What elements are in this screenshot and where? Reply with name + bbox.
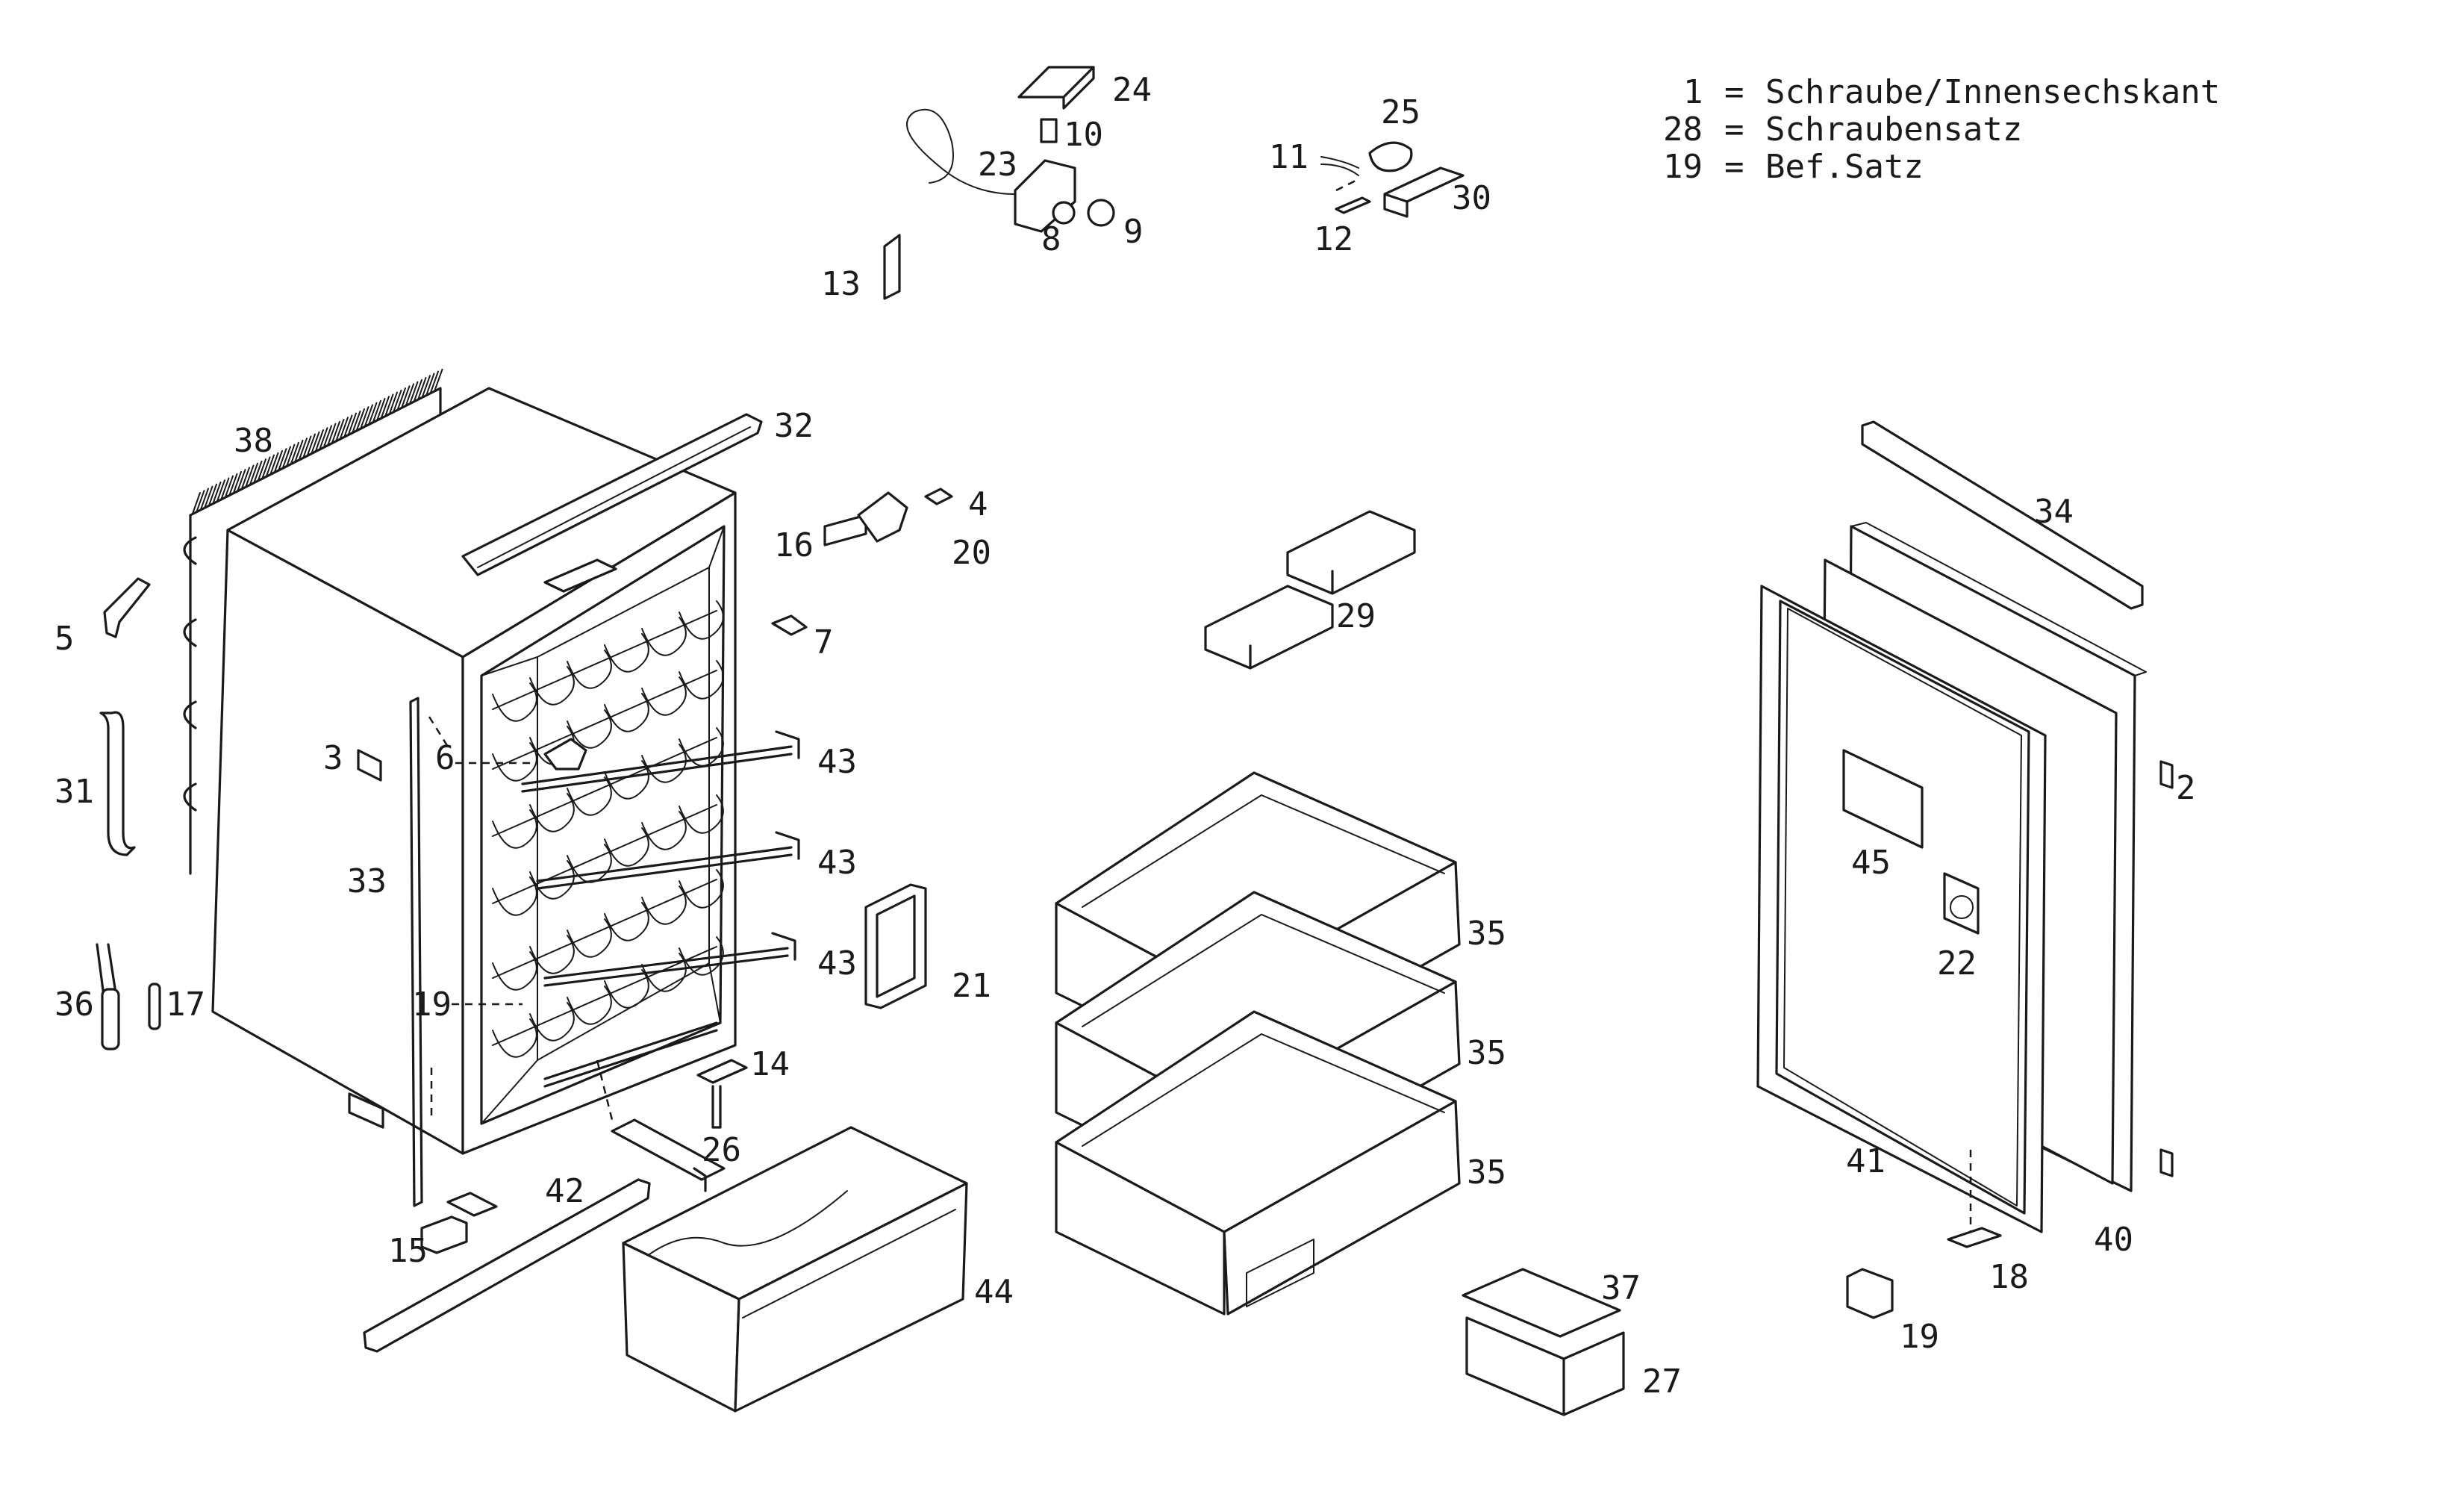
part-14-foot [696, 1059, 748, 1129]
part-15-hinge-block [420, 1192, 498, 1254]
part-36-sensor [96, 943, 120, 1050]
part-12-switch [1335, 196, 1371, 214]
part-24-cover [1017, 66, 1095, 110]
shelf-rails [521, 730, 800, 1088]
label-44: 44 [974, 1273, 1014, 1311]
part-5-bracket [103, 577, 151, 638]
legend-row-3: 19=Bef.Satz [1642, 148, 2022, 186]
part-30-lamp-housing [1383, 166, 1465, 218]
part-18-hinge-plate [1947, 1227, 2002, 1248]
part-8-washer [1052, 201, 1076, 225]
part-13-terminal-strip [883, 234, 901, 300]
label-6: 6 [435, 739, 455, 777]
part-19-bracket [1846, 1268, 1894, 1319]
part-4-clip [924, 488, 953, 505]
label-15: 15 [388, 1232, 428, 1270]
label-3: 3 [323, 739, 343, 777]
label-16: 16 [774, 526, 814, 564]
condenser-grid [183, 368, 443, 875]
part-11-lamp [1320, 156, 1359, 176]
label-10: 10 [1064, 116, 1103, 154]
label-40: 40 [2094, 1221, 2133, 1259]
door-assembly [1756, 420, 2174, 1319]
label-12: 12 [1314, 220, 1353, 258]
label-21: 21 [952, 967, 991, 1005]
part-3-clip [357, 749, 382, 782]
label-42: 42 [545, 1172, 584, 1210]
label-2: 2 [2176, 769, 2196, 807]
label-13: 13 [821, 265, 861, 303]
label-31: 31 [54, 773, 94, 811]
part-9-knob [1087, 199, 1115, 227]
label-4: 4 [968, 485, 988, 523]
part-25-lamp-cover [1368, 141, 1413, 172]
part-6-bracket [543, 738, 587, 770]
part-31-gasket [99, 711, 136, 856]
part-16-plate [823, 514, 867, 547]
evaporator-coils [492, 600, 724, 1058]
label-25: 25 [1381, 93, 1420, 131]
part-44-crisper-drawer [622, 1126, 968, 1413]
part-37-27-ice-tray [1462, 1268, 1625, 1416]
label-24: 24 [1112, 71, 1152, 109]
drawer-35-3 [1055, 1010, 1461, 1316]
label-45: 45 [1851, 844, 1891, 882]
label-14: 14 [750, 1045, 790, 1083]
part-10-clip [1040, 118, 1058, 143]
label-11: 11 [1269, 138, 1309, 176]
label-18: 18 [1989, 1258, 2029, 1296]
label-20: 20 [952, 534, 991, 572]
label-8: 8 [1041, 220, 1061, 258]
drawers-35 [1055, 771, 1461, 1316]
label-43-bottom: 43 [817, 944, 857, 983]
label-32: 32 [774, 407, 814, 445]
legend: 1=Schraube/Innensechskant 28=Schraubensa… [1642, 73, 2319, 186]
label-27: 27 [1642, 1363, 1682, 1401]
label-23: 23 [978, 146, 1017, 184]
part-29-cold-packs [1204, 510, 1416, 670]
label-38: 38 [234, 422, 273, 460]
label-41: 41 [1846, 1142, 1886, 1180]
part-21-cover-plate [864, 883, 927, 1009]
label-34: 34 [2034, 493, 2074, 531]
label-29: 29 [1336, 597, 1376, 635]
label-22: 22 [1937, 944, 1977, 983]
part-7-clip [771, 614, 808, 636]
label-43-mid: 43 [817, 844, 857, 882]
top-rail-32 [461, 413, 763, 593]
label-17: 17 [166, 986, 205, 1024]
label-36: 36 [54, 986, 94, 1024]
part-labels: 2 3 4 5 6 7 8 9 10 11 12 13 14 15 16 17 … [54, 71, 2196, 1401]
label-35-top: 35 [1467, 915, 1506, 953]
label-26: 26 [702, 1131, 741, 1169]
part-42-toe-grille [363, 1178, 651, 1353]
label-33: 33 [347, 862, 387, 900]
part-26-rail [611, 1118, 726, 1192]
label-35-bottom: 35 [1467, 1154, 1506, 1192]
part-34-door-trim [1861, 420, 2144, 610]
label-35-mid: 35 [1467, 1034, 1506, 1072]
label-19-left: 19 [412, 986, 452, 1024]
refrigerator-cabinet [211, 387, 737, 1207]
part-17-plug [148, 983, 161, 1030]
part-20-hinge [857, 491, 908, 543]
label-19-right: 19 [1900, 1318, 1939, 1356]
label-7: 7 [814, 623, 834, 661]
legend-row-2: 28=Schraubensatz [1642, 110, 2121, 149]
legend-row-1: 1=Schraube/Innensechskant [1642, 73, 2319, 111]
label-43-top: 43 [817, 743, 857, 781]
label-5: 5 [54, 620, 75, 658]
label-30: 30 [1452, 179, 1491, 217]
label-9: 9 [1123, 213, 1144, 251]
label-37: 37 [1601, 1269, 1641, 1307]
